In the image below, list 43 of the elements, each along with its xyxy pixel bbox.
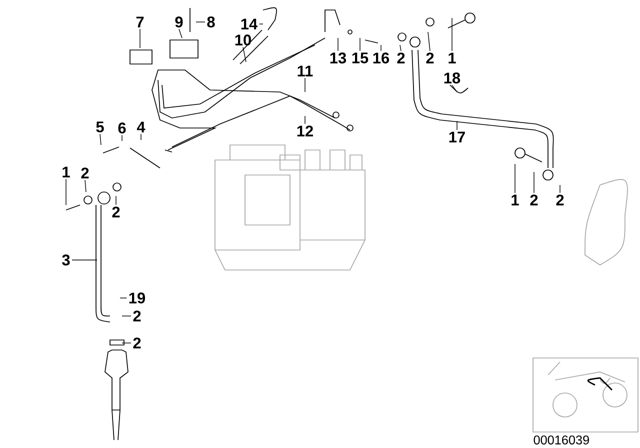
callout-number: 5	[96, 122, 104, 132]
leader-line	[122, 342, 132, 344]
leader-line	[514, 164, 516, 194]
callout-number: 11	[298, 66, 313, 76]
drawing-number: 00016039	[534, 436, 589, 444]
callout-number: 16	[373, 52, 390, 64]
leader-line	[100, 134, 102, 146]
callout-number: 7	[136, 16, 144, 28]
callout-number: 3	[62, 254, 70, 266]
leader-line	[456, 120, 458, 130]
callout-number: 10	[235, 34, 251, 46]
callout-number: 13	[330, 52, 346, 64]
leader-line	[400, 44, 402, 52]
callout-number: 18	[444, 72, 460, 84]
callout-number: 2	[397, 52, 405, 64]
callout-number: 14	[241, 18, 258, 30]
callout-number: 19	[129, 292, 146, 304]
leader-line	[304, 116, 306, 124]
callout-number: 2	[81, 168, 89, 178]
callout-number: 2	[530, 194, 538, 206]
callout-number: 1	[62, 166, 70, 178]
leader-line	[84, 180, 86, 192]
leader-line	[452, 84, 458, 92]
callout-number: 8	[207, 16, 215, 28]
callout-number: 9	[175, 16, 183, 28]
leader-line	[304, 78, 306, 92]
leader-line	[428, 32, 430, 52]
leader-line	[178, 28, 182, 38]
callout-number: 1	[512, 194, 519, 206]
callout-number: 2	[112, 206, 120, 218]
callout-number: 17	[449, 132, 465, 142]
callout-number: 12	[297, 126, 313, 136]
callout-number: 2	[556, 194, 564, 206]
leader-line	[140, 134, 142, 140]
callout-number: 2	[426, 52, 434, 64]
callout-number: 1	[448, 52, 456, 64]
callout-number: 6	[118, 122, 126, 134]
callout-number: 4	[136, 122, 146, 132]
callout-number: 2	[133, 310, 141, 322]
leader-line	[242, 46, 246, 62]
callout-number: 15	[352, 52, 368, 64]
leader-line	[380, 44, 382, 52]
callout-number: 2	[133, 338, 141, 348]
